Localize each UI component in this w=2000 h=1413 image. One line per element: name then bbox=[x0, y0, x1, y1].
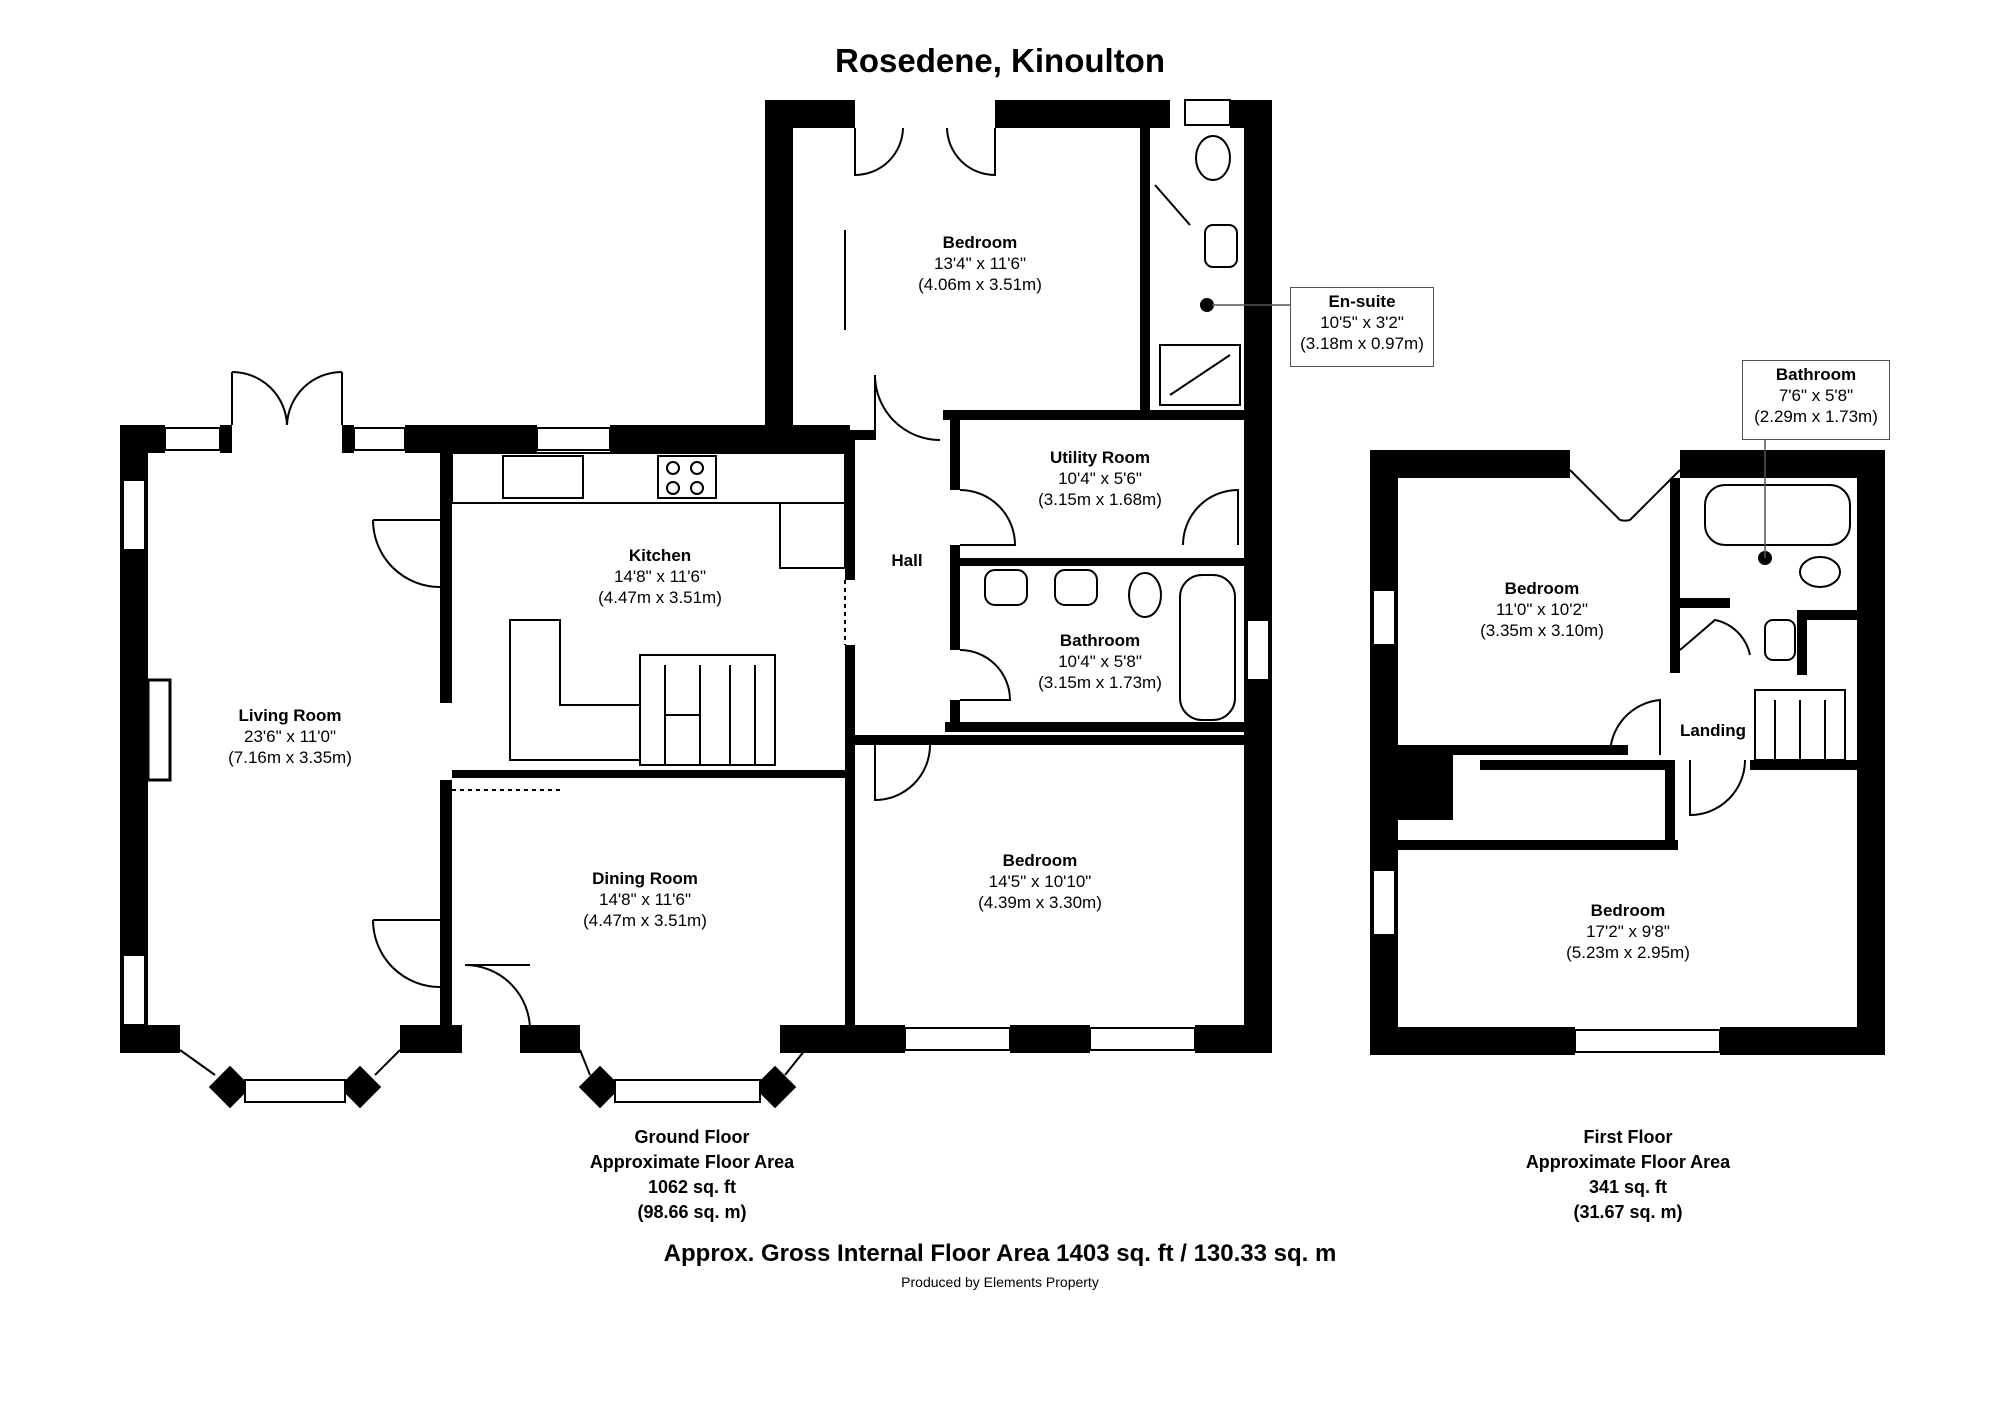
room-name: Bedroom bbox=[942, 233, 1018, 252]
room-dim-imperial: 14'8" x 11'6" bbox=[614, 567, 706, 586]
room-dim-metric: (4.06m x 3.51m) bbox=[918, 275, 1042, 294]
room-dim-metric: (4.47m x 3.51m) bbox=[598, 588, 722, 607]
room-dim-imperial: 10'4" x 5'8" bbox=[1058, 652, 1142, 671]
floor-area-sqm: (31.67 sq. m) bbox=[1573, 1202, 1683, 1222]
ground-floor-area-label: Ground Floor Approximate Floor Area 1062… bbox=[590, 1125, 794, 1225]
room-dim-metric: (4.47m x 3.51m) bbox=[583, 911, 707, 930]
room-name: Bathroom bbox=[1059, 631, 1141, 650]
first-floor-walls bbox=[1370, 450, 1885, 1055]
room-dim-metric: (4.39m x 3.30m) bbox=[978, 893, 1102, 912]
room-name: Living Room bbox=[238, 706, 342, 725]
ground-floor-windows bbox=[122, 99, 1270, 1103]
callout-ensuite: En-suite 10'5" x 3'2" (3.18m x 0.97m) bbox=[1290, 287, 1434, 367]
room-dim-imperial: 7'6" x 5'8" bbox=[1778, 386, 1854, 405]
room-dim-imperial: 14'5" x 10'10" bbox=[988, 872, 1092, 891]
room-dim-metric: (5.23m x 2.95m) bbox=[1566, 943, 1690, 962]
room-name: En-suite bbox=[1328, 292, 1396, 311]
room-label-bedroom-rear: Bedroom 13'4" x 11'6" (4.06m x 3.51m) bbox=[918, 232, 1042, 295]
room-label-kitchen: Kitchen 14'8" x 11'6" (4.47m x 3.51m) bbox=[598, 545, 722, 608]
ground-floor-walls bbox=[120, 100, 1272, 1109]
floor-name: First Floor bbox=[1583, 1127, 1673, 1147]
ground-floor-doors bbox=[231, 127, 1241, 1031]
room-dim-imperial: 10'5" x 3'2" bbox=[1320, 313, 1404, 332]
room-dim-metric: (3.15m x 1.68m) bbox=[1038, 490, 1162, 509]
room-dim-imperial: 17'2" x 9'8" bbox=[1586, 922, 1670, 941]
room-name: Bedroom bbox=[1504, 579, 1580, 598]
room-name: Bathroom bbox=[1775, 365, 1857, 384]
room-name: Kitchen bbox=[628, 546, 692, 565]
room-name: Utility Room bbox=[1049, 448, 1151, 467]
room-dim-imperial: 11'0" x 10'2" bbox=[1496, 600, 1588, 619]
floor-area-sqft: 341 sq. ft bbox=[1588, 1177, 1668, 1197]
room-dim-imperial: 10'4" x 5'6" bbox=[1058, 469, 1142, 488]
floor-area-caption: Approximate Floor Area bbox=[1525, 1152, 1731, 1172]
floor-area-caption: Approximate Floor Area bbox=[589, 1152, 795, 1172]
room-dim-metric: (7.16m x 3.35m) bbox=[228, 748, 352, 767]
callout-bathroom-first: Bathroom 7'6" x 5'8" (2.29m x 1.73m) bbox=[1742, 360, 1890, 440]
room-label-utility: Utility Room 10'4" x 5'6" (3.15m x 1.68m… bbox=[1038, 447, 1162, 510]
room-label-bathroom-ground: Bathroom 10'4" x 5'8" (3.15m x 1.73m) bbox=[1038, 630, 1162, 693]
room-dim-metric: (3.18m x 0.97m) bbox=[1300, 334, 1424, 353]
first-floor-area-label: First Floor Approximate Floor Area 341 s… bbox=[1526, 1125, 1730, 1225]
room-name: Bedroom bbox=[1590, 901, 1666, 920]
floor-name: Ground Floor bbox=[634, 1127, 750, 1147]
room-name: Hall bbox=[891, 551, 923, 570]
room-label-bedroom-first-rear: Bedroom 11'0" x 10'2" (3.35m x 3.10m) bbox=[1480, 578, 1604, 641]
room-name: Bedroom bbox=[1002, 851, 1078, 870]
room-name: Dining Room bbox=[592, 869, 698, 888]
room-dim-imperial: 23'6" x 11'0" bbox=[244, 727, 336, 746]
room-dim-imperial: 13'4" x 11'6" bbox=[934, 254, 1026, 273]
room-label-hall: Hall bbox=[891, 550, 922, 571]
producer-credit: Produced by Elements Property bbox=[901, 1274, 1099, 1290]
room-dim-metric: (3.35m x 3.10m) bbox=[1480, 621, 1604, 640]
gross-area-total: Approx. Gross Internal Floor Area 1403 s… bbox=[663, 1240, 1337, 1267]
callout-leaders bbox=[1212, 304, 1766, 558]
room-label-living: Living Room 23'6" x 11'0" (7.16m x 3.35m… bbox=[228, 705, 352, 768]
first-floor-fittings bbox=[1372, 469, 1851, 1053]
room-name: Landing bbox=[1679, 721, 1747, 740]
room-label-bedroom-front: Bedroom 14'5" x 10'10" (4.39m x 3.30m) bbox=[978, 850, 1102, 913]
page-title: Rosedene, Kinoulton bbox=[835, 42, 1165, 79]
room-label-bedroom-first-front: Bedroom 17'2" x 9'8" (5.23m x 2.95m) bbox=[1566, 900, 1690, 963]
room-dim-imperial: 14'8" x 11'6" bbox=[599, 890, 691, 909]
room-label-dining: Dining Room 14'8" x 11'6" (4.47m x 3.51m… bbox=[583, 868, 707, 931]
floor-area-sqft: 1062 sq. ft bbox=[647, 1177, 737, 1197]
floor-area-sqm: (98.66 sq. m) bbox=[637, 1202, 747, 1222]
room-label-landing: Landing bbox=[1680, 720, 1746, 741]
room-dim-metric: (2.29m x 1.73m) bbox=[1754, 407, 1878, 426]
room-dim-metric: (3.15m x 1.73m) bbox=[1038, 673, 1162, 692]
